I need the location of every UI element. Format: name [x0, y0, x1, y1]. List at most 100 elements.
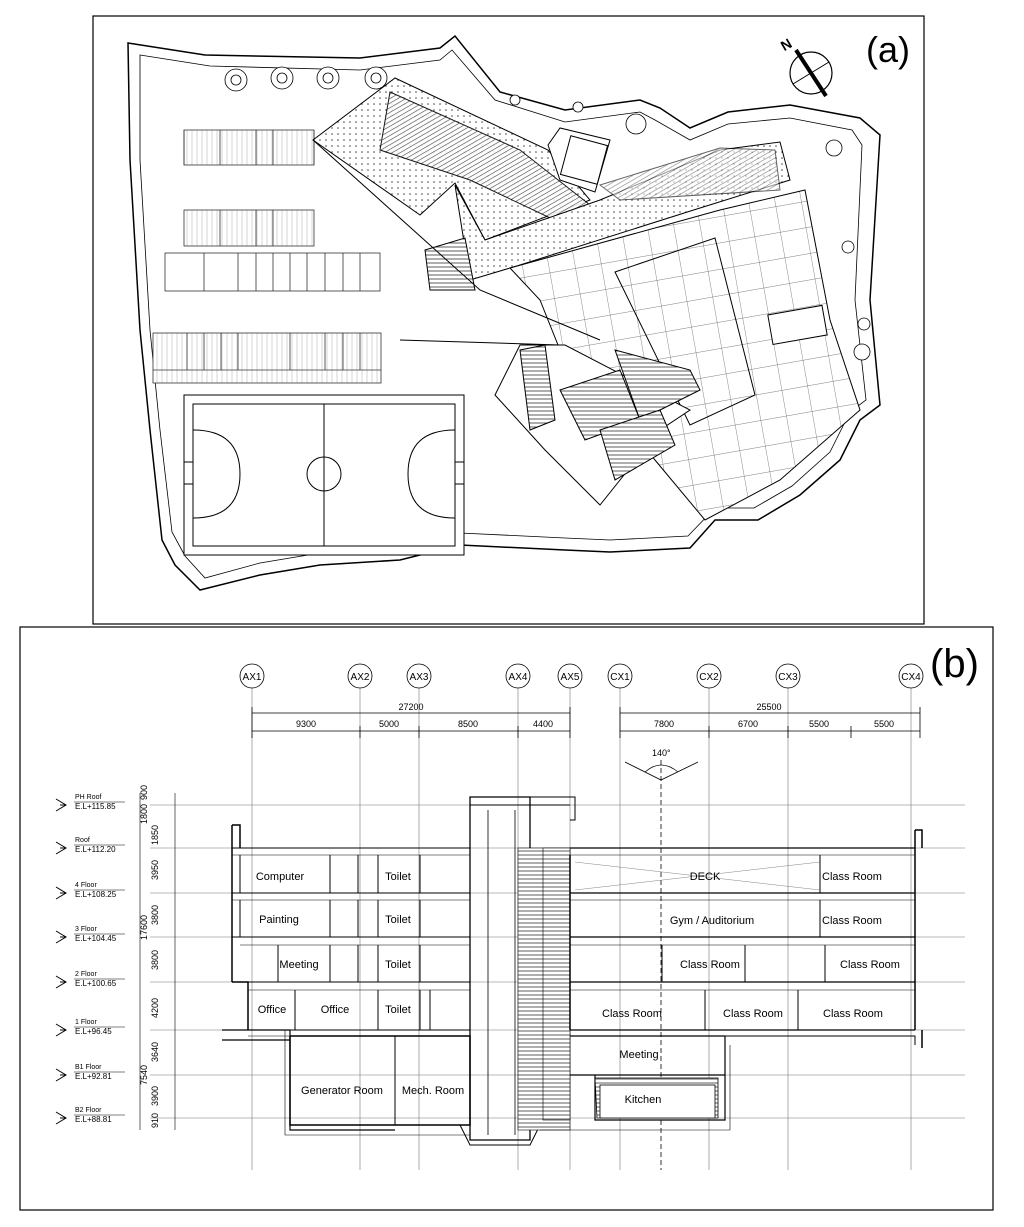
room-class-1f-c: Class Room	[823, 1008, 883, 1020]
axis-label: CX2	[699, 672, 719, 683]
parking-area	[152, 129, 382, 384]
room-labels: Computer Toilet Painting Toilet Meeting …	[256, 871, 900, 1106]
north-letter: N	[778, 35, 795, 54]
vdim-total-7540: 7540	[139, 1065, 149, 1085]
dim-right-4: 5500	[874, 719, 894, 729]
room-meeting-b1: Meeting	[619, 1049, 658, 1061]
soccer-field	[183, 394, 465, 556]
dim-right-3: 5500	[809, 719, 829, 729]
panel-a-site-plan: (a) N	[92, 15, 925, 625]
level-elevation: E.L+112.20	[75, 845, 116, 854]
panel-b-frame	[19, 626, 994, 1211]
level-marker-icon	[55, 930, 67, 944]
site-boundary	[127, 34, 881, 591]
level-elevation: E.L+115.85	[75, 802, 116, 811]
vdim-4200: 4200	[150, 998, 160, 1018]
room-deck: DECK	[690, 871, 721, 883]
level-name: B2 Floor	[75, 1107, 102, 1114]
vdim-3900: 3900	[150, 1086, 160, 1106]
vdim-3950: 3950	[150, 860, 160, 880]
axis-label: CX1	[610, 672, 630, 683]
level-elevation: E.L+100.65	[75, 979, 117, 988]
dim-right-1: 7800	[654, 719, 674, 729]
room-painting: Painting	[259, 914, 299, 926]
level-marker-icon	[55, 975, 67, 989]
level-name: PH Roof	[75, 794, 102, 801]
room-class-4f: Class Room	[822, 871, 882, 883]
axis-label: AX3	[410, 672, 429, 683]
angle-label: 140°	[652, 748, 671, 758]
room-gym: Gym / Auditorium	[670, 915, 754, 927]
axis-label: AX4	[509, 672, 528, 683]
level-marker-icon	[55, 1023, 67, 1037]
dim-total-right: 25500	[756, 702, 781, 712]
axis-ax3: AX3	[406, 663, 432, 1170]
vdim-total-17600: 17600	[139, 915, 149, 940]
axis-grid: AX1 AX2 AX3 AX4 AX5 CX1 CX2 CX3 CX4	[239, 663, 924, 1170]
room-computer: Computer	[256, 871, 305, 883]
dim-left-2: 5000	[379, 719, 399, 729]
level-elevation: E.L+108.25	[75, 890, 117, 899]
axis-label: CX4	[901, 672, 921, 683]
panel-b-label: (b)	[930, 642, 979, 686]
axis-cx4: CX4	[898, 663, 924, 1170]
dimension-lines	[251, 707, 921, 738]
room-toilet-2f: Toilet	[385, 959, 411, 971]
north-arrow-icon: N	[778, 35, 833, 98]
room-toilet-1f: Toilet	[385, 1004, 411, 1016]
dim-left-4: 4400	[533, 719, 553, 729]
room-class-1f-b: Class Room	[723, 1008, 783, 1020]
vdim-1800: 1800	[139, 804, 149, 824]
level-elevation: E.L+92.81	[75, 1072, 112, 1081]
room-office-2: Office	[321, 1004, 350, 1016]
axis-label: AX1	[243, 672, 262, 683]
vdim-3800a: 3800	[150, 905, 160, 925]
building-section	[222, 796, 923, 1146]
axis-label: AX5	[561, 672, 580, 683]
panel-a-label: (a)	[866, 29, 910, 70]
level-marker-icon	[55, 1068, 67, 1082]
dim-left-1: 9300	[296, 719, 316, 729]
axis-ax2: AX2	[347, 663, 373, 1170]
room-office-1: Office	[258, 1004, 287, 1016]
axis-label: AX2	[351, 672, 370, 683]
level-name: Roof	[75, 837, 90, 844]
level-marker-icon	[55, 841, 67, 855]
dim-left-3: 8500	[458, 719, 478, 729]
room-toilet-4f: Toilet	[385, 871, 411, 883]
vertical-dims: 900 1800 1850 3950 3800 3800 4200 3640 3…	[139, 785, 160, 1128]
vdim-3800b: 3800	[150, 950, 160, 970]
level-marker-icon	[55, 1111, 67, 1125]
building-footprint	[312, 77, 861, 521]
room-class-2f-b: Class Room	[840, 959, 900, 971]
room-generator: Generator Room	[301, 1085, 383, 1097]
level-marker-icon	[55, 798, 67, 812]
room-class-2f-a: Class Room	[680, 959, 740, 971]
dim-right-2: 6700	[738, 719, 758, 729]
vdim-1850: 1850	[150, 825, 160, 845]
level-name: 3 Floor	[75, 926, 97, 933]
level-name: 2 Floor	[75, 971, 97, 978]
site-boundary-inner	[139, 49, 867, 579]
vdim-900: 900	[139, 785, 149, 800]
level-elevation: E.L+88.81	[75, 1115, 112, 1124]
level-marker-icon	[55, 886, 67, 900]
level-elevation: E.L+96.45	[75, 1027, 112, 1036]
vdim-910: 910	[150, 1113, 160, 1128]
level-elevation: E.L+104.45	[75, 934, 117, 943]
axis-label: CX3	[778, 672, 798, 683]
room-kitchen: Kitchen	[625, 1094, 662, 1106]
room-class-1f-a: Class Room	[602, 1008, 662, 1020]
axis-cx3: CX3	[775, 663, 801, 1170]
vdim-3640: 3640	[150, 1042, 160, 1062]
axis-ax1: AX1	[239, 663, 265, 1170]
